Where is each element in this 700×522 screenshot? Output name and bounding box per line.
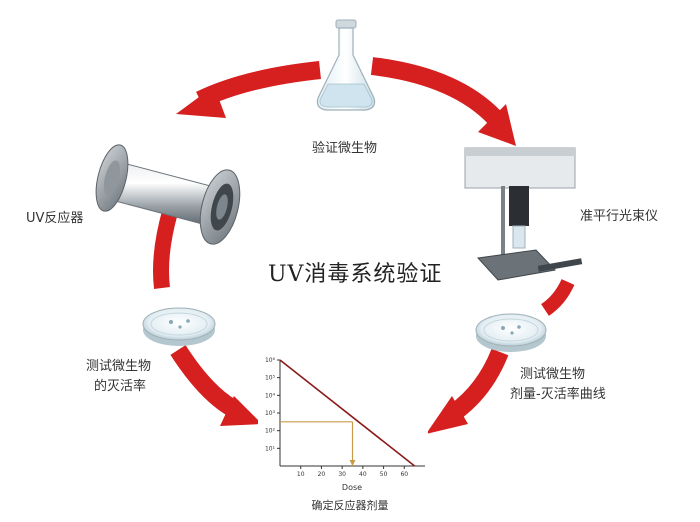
arrow-flask-to-collimator-head: [478, 104, 516, 146]
x-tick-label: 50: [380, 471, 388, 478]
label-collimated-beam: 准平行光束仪: [580, 209, 659, 224]
x-tick-label: 60: [400, 471, 408, 478]
dose-response-chart: 10 20 30 40 50 60 10⁶ 10⁵ 10⁴ 10³ 10² 10¹ Dose 确定反应…: [258, 352, 428, 512]
diagram-title: UV消毒系统验证: [268, 262, 443, 287]
y-tick-label: 10²: [265, 428, 276, 435]
arrow-flask-to-collimator: [370, 57, 502, 125]
arrow-flask-to-reactor: [196, 61, 321, 109]
petri-dish-icon-right: [475, 313, 547, 352]
label-validation-microbe: 验证微生物: [312, 141, 378, 156]
x-tick-label: 30: [338, 471, 346, 478]
arrow-reactor-to-dish: [153, 209, 178, 289]
label-left-dish-line2: 的灭活率: [94, 379, 147, 394]
arrow-collimator-to-dish: [540, 278, 575, 316]
flask-icon: [316, 19, 376, 111]
chart-caption: 确定反应器剂量: [312, 498, 389, 512]
collimated-beam-apparatus-icon: [464, 147, 583, 281]
arrow-dish-to-chart: [449, 348, 509, 420]
arrow-dish-to-chart-left: [170, 345, 237, 416]
x-tick-label: 10: [297, 471, 305, 478]
series-line: [279, 359, 416, 467]
label-right-dish-line2: 剂量-灭活率曲线: [510, 387, 606, 402]
y-tick-label: 10¹: [265, 445, 276, 452]
arrow-flask-to-reactor-head: [176, 86, 226, 118]
label-uv-reactor: UV反应器: [26, 211, 84, 226]
label-left-dish-line1: 测试微生物: [86, 359, 152, 374]
x-tick-label: 20: [318, 471, 326, 478]
x-tick-label: 40: [359, 471, 367, 478]
cycle-arrows: [153, 57, 575, 434]
y-tick-label: 10⁴: [265, 392, 276, 399]
y-tick-label: 10⁶: [265, 357, 276, 364]
x-axis-label: Dose: [342, 483, 362, 492]
arrow-dish-to-chart-head: [426, 396, 468, 434]
uv-reactor-pipe-icon: [95, 144, 241, 245]
petri-dish-icon-left: [142, 307, 216, 346]
label-right-dish-line1: 测试微生物: [520, 367, 586, 382]
y-tick-label: 10⁵: [265, 375, 276, 382]
y-tick-label: 10³: [265, 410, 276, 417]
guide-arrowhead: [349, 460, 356, 466]
arrow-dish-to-chart-left-head: [220, 396, 262, 426]
